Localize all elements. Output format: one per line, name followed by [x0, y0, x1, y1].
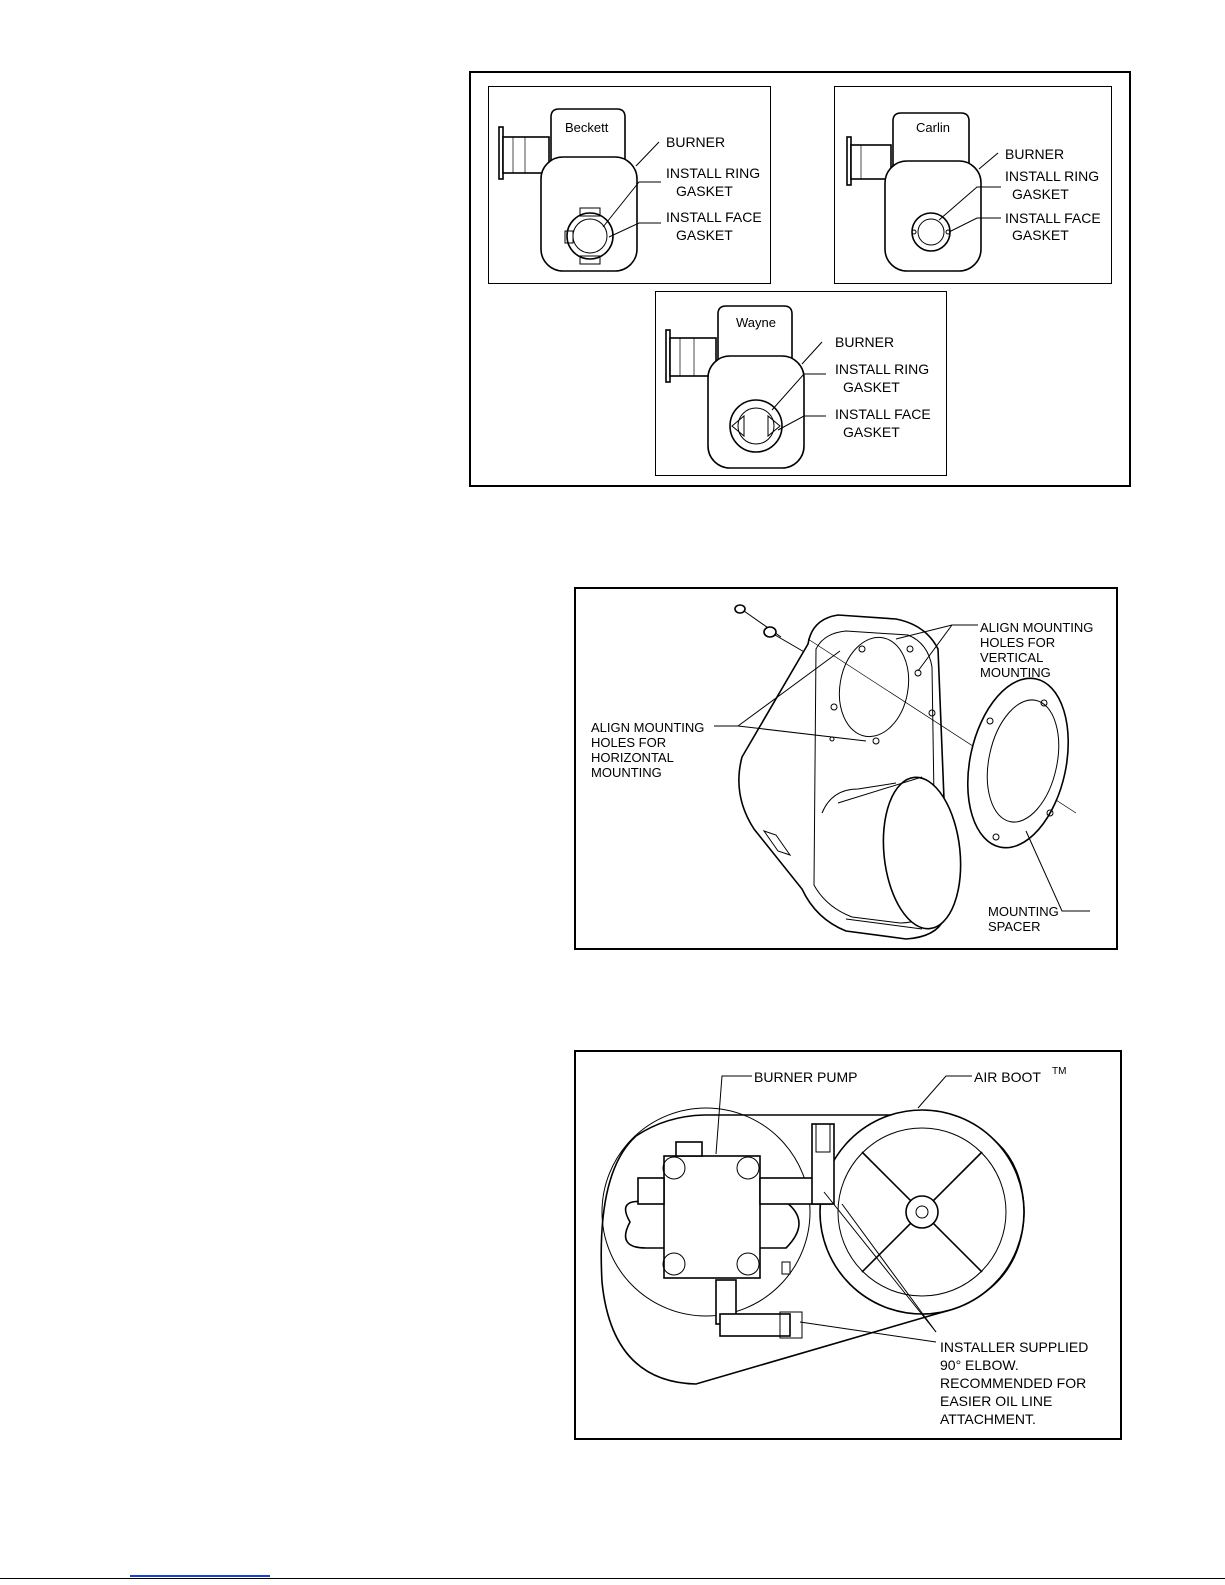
carlin-face-label-2: GASKET	[1012, 227, 1069, 243]
svg-text:SPACER: SPACER	[988, 919, 1041, 934]
mounting-spacer-label: MOUNTING SPACER	[988, 904, 1059, 934]
elbow-note-label: INSTALLER SUPPLIED 90° ELBOW. RECOMMENDE…	[940, 1339, 1088, 1427]
svg-text:HORIZONTAL: HORIZONTAL	[591, 750, 674, 765]
carlin-brand-label: Carlin	[916, 120, 950, 135]
svg-text:90° ELBOW.: 90° ELBOW.	[940, 1357, 1019, 1373]
beckett-face-label-1: INSTALL FACE	[666, 209, 762, 225]
gasket-figure-panel: Beckett BURNER INSTALL RING GASKET INSTA…	[469, 71, 1131, 487]
beckett-face-label-2: GASKET	[676, 227, 733, 243]
wayne-subpanel: Wayne BURNER INSTALL RING GASKET INSTALL…	[655, 291, 947, 476]
vertical-mounting-label: ALIGN MOUNTING HOLES FOR VERTICAL MOUNTI…	[980, 620, 1093, 680]
beckett-ring-label-1: INSTALL RING	[666, 165, 760, 181]
mounting-assembly-drawing: ALIGN MOUNTING HOLES FOR VERTICAL MOUNTI…	[591, 604, 1093, 940]
svg-text:MOUNTING: MOUNTING	[988, 904, 1059, 919]
carlin-face-label-1: INSTALL FACE	[1005, 210, 1101, 226]
svg-text:EASIER OIL LINE: EASIER OIL LINE	[940, 1393, 1052, 1409]
mounting-figure-panel: ALIGN MOUNTING HOLES FOR VERTICAL MOUNTI…	[574, 587, 1118, 950]
trademark-mark: TM	[1052, 1066, 1066, 1077]
beckett-ring-label-2: GASKET	[676, 183, 733, 199]
svg-text:HOLES FOR: HOLES FOR	[591, 735, 666, 750]
beckett-subpanel: Beckett BURNER INSTALL RING GASKET INSTA…	[488, 86, 771, 284]
wayne-burner-label: BURNER	[835, 334, 894, 350]
mounting-screws	[734, 604, 807, 654]
carlin-ring-label-2: GASKET	[1012, 186, 1069, 202]
horizontal-mounting-label: ALIGN MOUNTING HOLES FOR HORIZONTAL MOUN…	[591, 720, 704, 780]
carlin-subpanel: Carlin BURNER INSTALL RING GASKET INSTAL…	[834, 86, 1112, 284]
svg-text:RECOMMENDED FOR: RECOMMENDED FOR	[940, 1375, 1086, 1391]
burner-pump	[624, 1123, 835, 1339]
wayne-face-label-2: GASKET	[843, 424, 900, 440]
beckett-brand-label: Beckett	[565, 120, 609, 135]
svg-text:MOUNTING: MOUNTING	[980, 665, 1051, 680]
wayne-face-label-1: INSTALL FACE	[835, 406, 931, 422]
carlin-ring-label-1: INSTALL RING	[1005, 168, 1099, 184]
pump-figure-panel: BURNER PUMP AIR BOOT TM INSTALLER SUPPLI…	[574, 1050, 1122, 1440]
svg-text:MOUNTING: MOUNTING	[591, 765, 662, 780]
page-bottom-rule	[0, 1578, 1225, 1579]
wayne-ring-label-2: GASKET	[843, 379, 900, 395]
wayne-brand-label: Wayne	[736, 315, 776, 330]
beckett-burner-label: BURNER	[666, 134, 725, 150]
svg-text:INSTALLER SUPPLIED: INSTALLER SUPPLIED	[940, 1339, 1088, 1355]
svg-text:ALIGN MOUNTING: ALIGN MOUNTING	[591, 720, 704, 735]
burner-pump-label: BURNER PUMP	[754, 1069, 857, 1085]
wayne-ring-label-1: INSTALL RING	[835, 361, 929, 377]
beckett-burner-drawing: Beckett BURNER INSTALL RING GASKET INSTA…	[498, 108, 762, 272]
carlin-burner-drawing: Carlin BURNER INSTALL RING GASKET INSTAL…	[846, 112, 1101, 272]
svg-text:HOLES FOR: HOLES FOR	[980, 635, 1055, 650]
svg-text:VERTICAL: VERTICAL	[980, 650, 1043, 665]
svg-text:ATTACHMENT.: ATTACHMENT.	[940, 1411, 1036, 1427]
page-bottom-link-underline	[130, 1575, 270, 1577]
pump-airboot-drawing: BURNER PUMP AIR BOOT TM INSTALLER SUPPLI…	[600, 1066, 1088, 1427]
svg-text:ALIGN MOUNTING: ALIGN MOUNTING	[980, 620, 1093, 635]
carlin-burner-label: BURNER	[1005, 146, 1064, 162]
mounting-spacer	[966, 677, 1070, 849]
air-boot-label: AIR BOOT	[974, 1069, 1041, 1085]
wayne-burner-drawing: Wayne BURNER INSTALL RING GASKET INSTALL…	[665, 305, 931, 469]
